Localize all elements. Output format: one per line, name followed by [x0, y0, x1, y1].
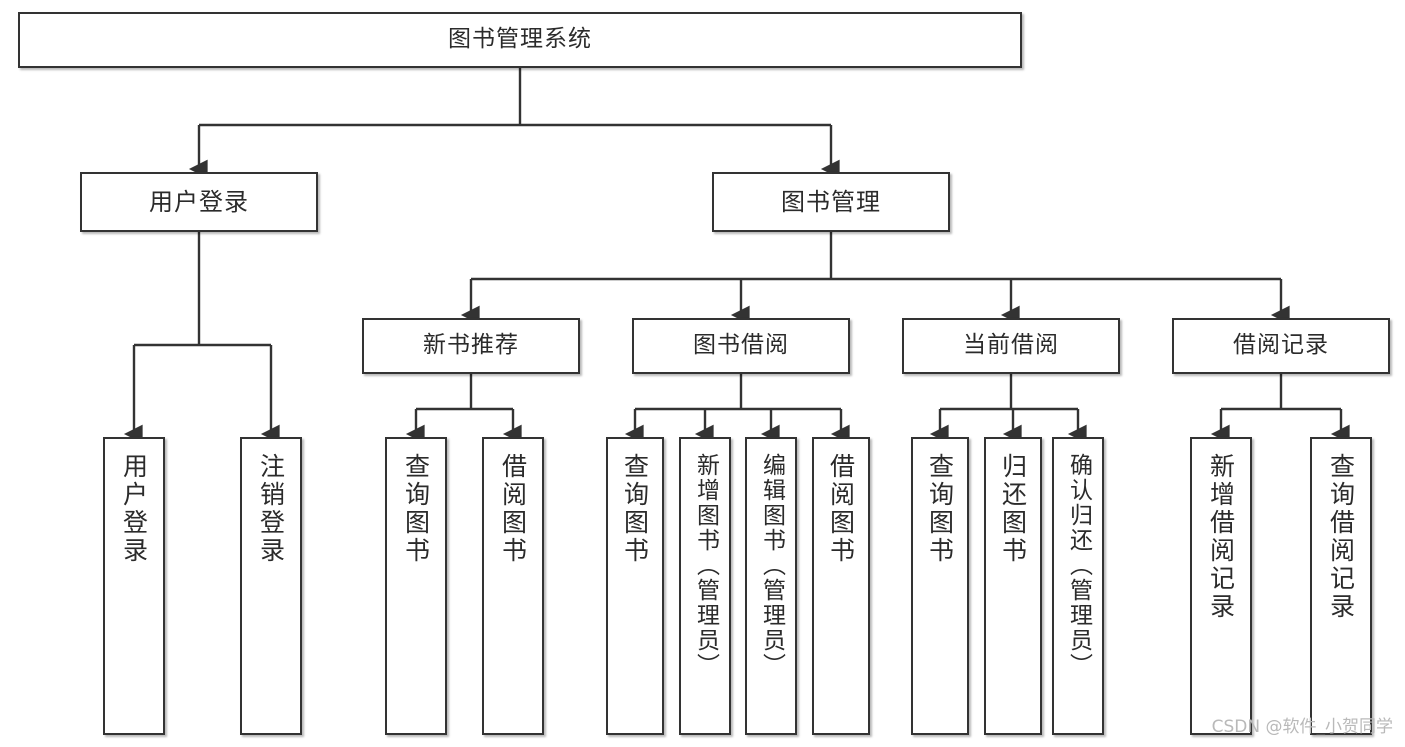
node-label: 图书借阅 [693, 332, 789, 359]
node-newbook[interactable]: 新书推荐 [362, 318, 580, 374]
node-label: 借阅图书 [826, 453, 856, 565]
node-current[interactable]: 当前借阅 [902, 318, 1120, 374]
node-label: 编辑图书（管理员） [758, 453, 785, 678]
node-borrow[interactable]: 图书借阅 [632, 318, 850, 374]
node-l-ret[interactable]: 归还图书 [984, 437, 1042, 735]
node-l-addrec[interactable]: 新增借阅记录 [1190, 437, 1252, 735]
node-bookmgmt[interactable]: 图书管理 [712, 172, 950, 232]
node-label: 查询图书 [925, 453, 955, 565]
node-l-q1[interactable]: 查询图书 [385, 437, 447, 735]
node-l-add[interactable]: 新增图书（管理员） [679, 437, 731, 735]
node-label: 用户登录 [119, 453, 149, 565]
node-label: 查询图书 [620, 453, 650, 565]
node-label: 归还图书 [998, 453, 1028, 565]
node-label: 借阅图书 [498, 453, 528, 565]
node-l-b1[interactable]: 借阅图书 [482, 437, 544, 735]
node-l-edit[interactable]: 编辑图书（管理员） [745, 437, 797, 735]
node-label: 查询图书 [401, 453, 431, 565]
node-login[interactable]: 用户登录 [80, 172, 318, 232]
node-label: 新增借阅记录 [1206, 453, 1236, 621]
node-label: 查询借阅记录 [1326, 453, 1356, 621]
node-l-qrec[interactable]: 查询借阅记录 [1310, 437, 1372, 735]
node-label: 图书管理系统 [448, 26, 592, 53]
watermark: CSDN @软件_小贺同学 [1211, 717, 1393, 737]
node-label: 新书推荐 [423, 332, 519, 359]
node-label: 注销登录 [256, 453, 286, 565]
node-label: 用户登录 [149, 187, 249, 216]
node-l-login[interactable]: 用户登录 [103, 437, 165, 735]
node-l-q2[interactable]: 查询图书 [606, 437, 664, 735]
node-label: 新增图书（管理员） [692, 453, 719, 678]
node-label: 图书管理 [781, 187, 881, 216]
node-l-logout[interactable]: 注销登录 [240, 437, 302, 735]
node-l-conf[interactable]: 确认归还（管理员） [1052, 437, 1104, 735]
node-records[interactable]: 借阅记录 [1172, 318, 1390, 374]
node-label: 当前借阅 [963, 332, 1059, 359]
node-label: 借阅记录 [1233, 332, 1329, 359]
node-root[interactable]: 图书管理系统 [18, 12, 1022, 68]
node-l-q3[interactable]: 查询图书 [911, 437, 969, 735]
node-l-b2[interactable]: 借阅图书 [812, 437, 870, 735]
node-label: 确认归还（管理员） [1065, 453, 1092, 678]
